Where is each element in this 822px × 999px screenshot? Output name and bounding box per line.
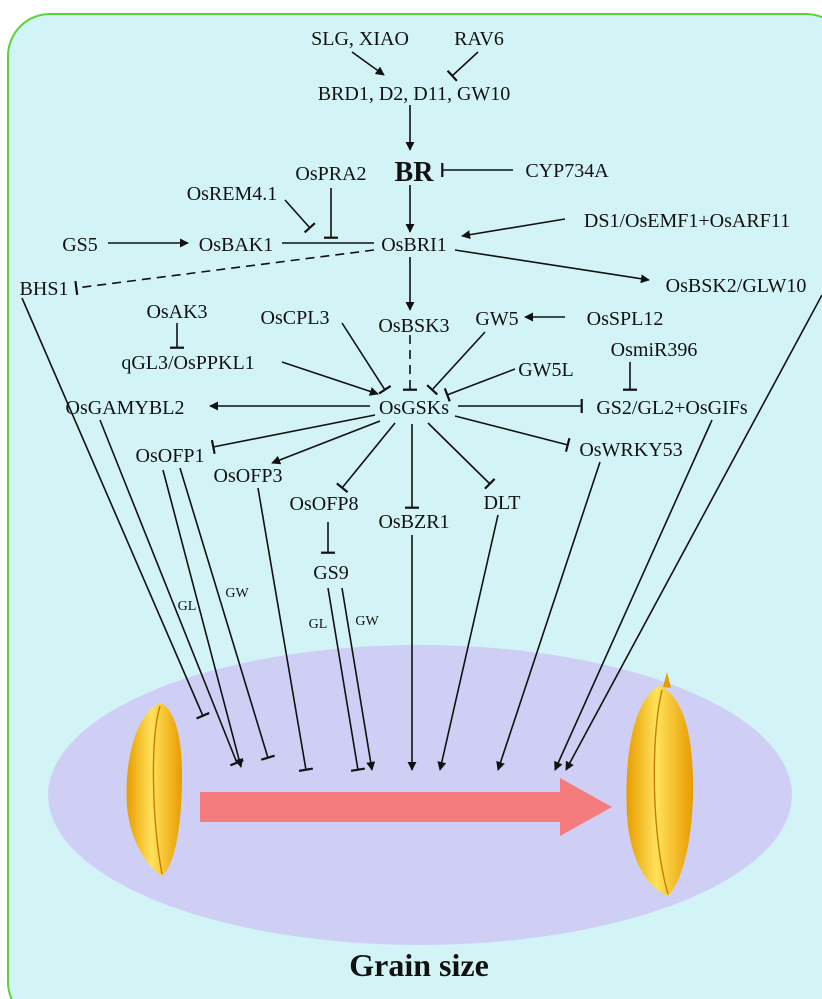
edge-label-gl: GL <box>309 617 328 632</box>
node-brd1: BRD1, D2, D11, GW10 <box>318 83 511 105</box>
node-gs2: GS2/GL2+OsGIFs <box>596 397 748 419</box>
node-osbsk2: OsBSK2/GLW10 <box>666 275 807 297</box>
node-osofp8: OsOFP8 <box>290 493 359 515</box>
node-osofp3: OsOFP3 <box>214 465 283 487</box>
node-ospra2: OsPRA2 <box>295 163 366 185</box>
node-slg-xiao: SLG, XIAO <box>311 28 409 50</box>
node-osspl12: OsSPL12 <box>587 308 664 330</box>
node-osgsks: OsGSKs <box>379 397 449 419</box>
node-oswrky53: OsWRKY53 <box>579 439 682 461</box>
edge-label-gl: GL <box>178 599 197 614</box>
diagram-title: Grain size <box>349 947 489 983</box>
node-br: BR <box>395 157 435 188</box>
node-gw5l: GW5L <box>518 359 574 381</box>
node-osrem41: OsREM4.1 <box>187 183 278 205</box>
node-osbri1: OsBRI1 <box>381 234 447 256</box>
node-gs5: GS5 <box>62 234 98 256</box>
node-osbzr1: OsBZR1 <box>378 511 449 533</box>
edge-label-gw: GW <box>355 614 379 629</box>
node-qgl3: qGL3/OsPPKL1 <box>121 352 254 374</box>
node-oscpl3: OsCPL3 <box>261 307 330 329</box>
node-osofp1: OsOFP1 <box>136 445 205 467</box>
node-rav6: RAV6 <box>454 28 504 50</box>
node-bhs1: BHS1 <box>20 278 69 300</box>
node-osbsk3: OsBSK3 <box>378 315 449 337</box>
node-gs9: GS9 <box>313 562 349 584</box>
node-dlt: DLT <box>483 492 520 514</box>
node-osgamybl2: OsGAMYBL2 <box>66 397 185 419</box>
node-ds1: DS1/OsEMF1+OsARF11 <box>584 210 790 232</box>
node-osmir396: OsmiR396 <box>611 339 698 361</box>
node-osbak1: OsBAK1 <box>199 234 273 256</box>
node-gw5: GW5 <box>475 308 518 330</box>
node-osak3: OsAK3 <box>146 301 207 323</box>
node-cyp734a: CYP734A <box>525 160 609 182</box>
edge-label-gw: GW <box>225 586 249 601</box>
